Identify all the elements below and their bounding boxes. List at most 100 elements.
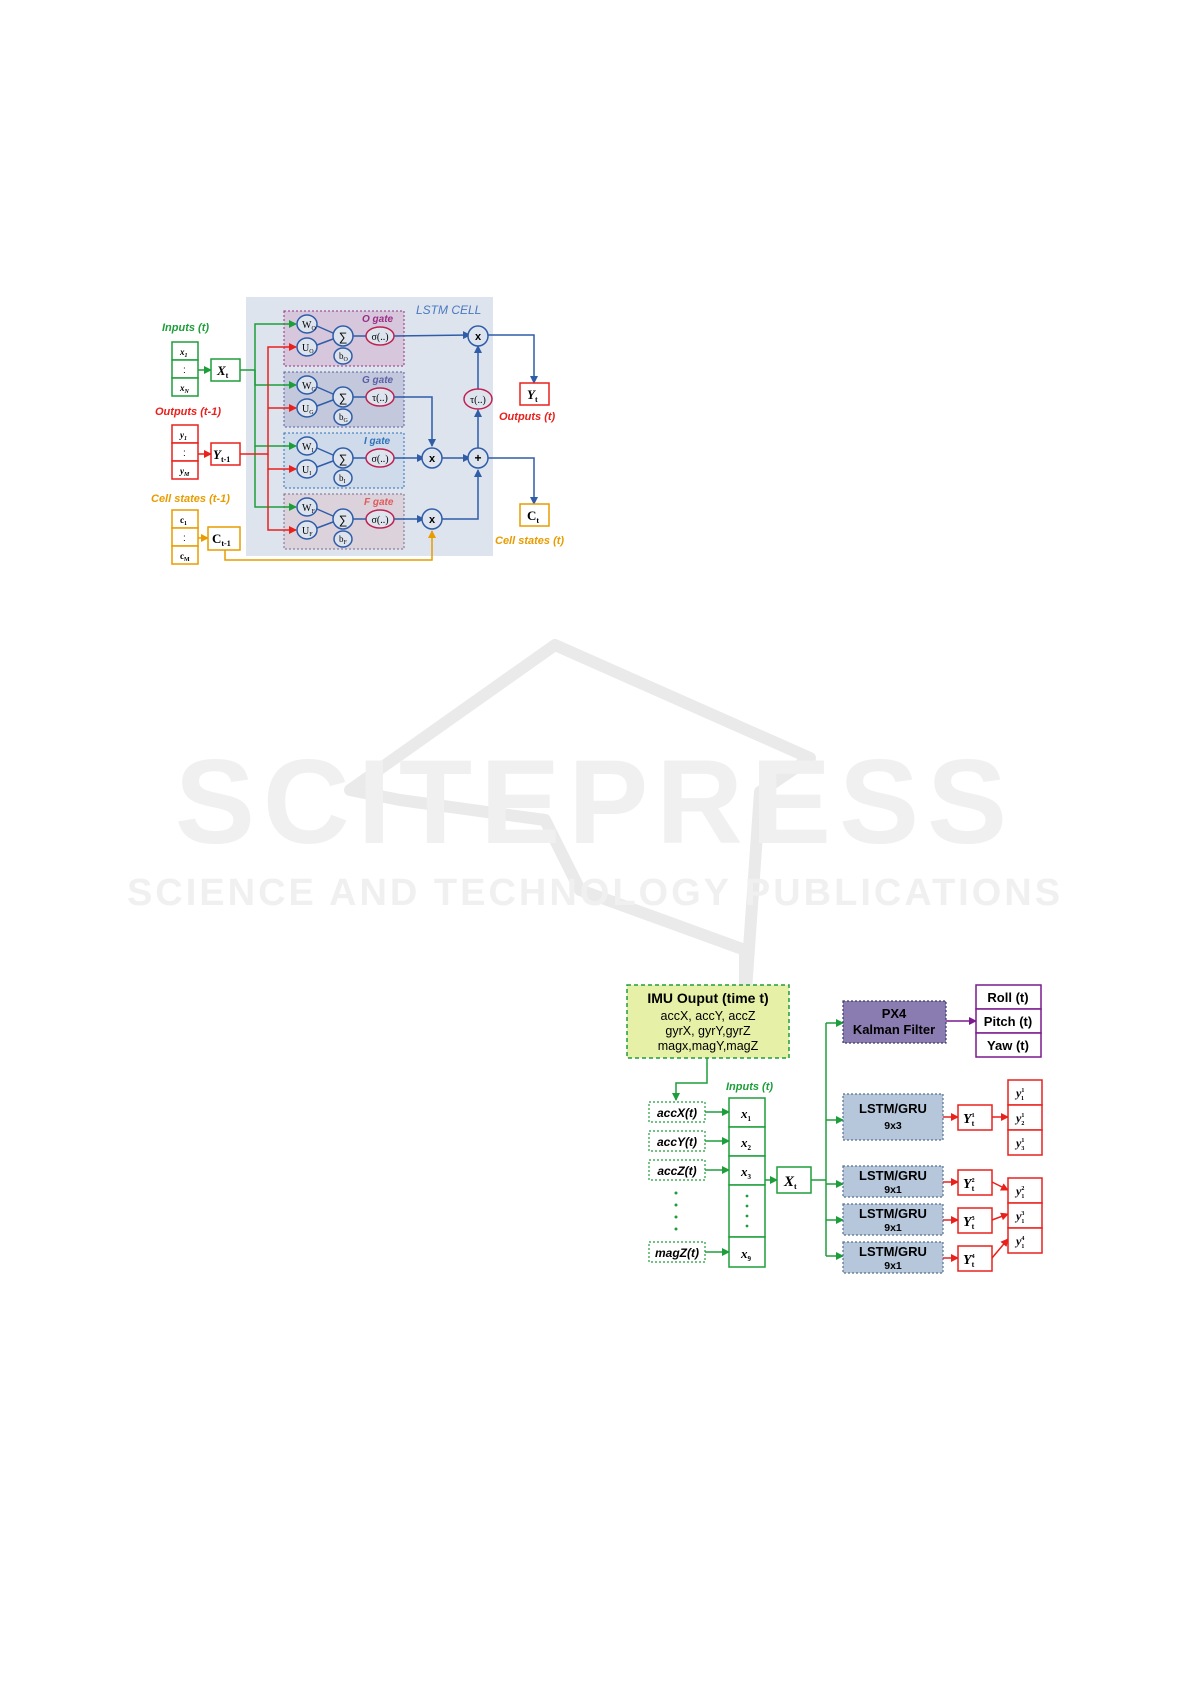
gate-o-nodes: WO UO ∑ bO σ(..): [296, 314, 395, 365]
svg-text:y41: y41: [1014, 1234, 1024, 1250]
imu-line-gyr: gyrX, gyrY,gyrZ: [665, 1024, 751, 1038]
svg-text:UO: UO: [302, 343, 314, 355]
cellstates-t-label: Cell states (t): [495, 535, 564, 547]
svg-text:y1: y1: [179, 430, 187, 442]
svg-text:∑: ∑: [339, 391, 348, 405]
svg-text:y31: y31: [1014, 1209, 1024, 1225]
gate-g-label: G gate: [362, 375, 394, 386]
signal-boxes: [648, 1101, 706, 1263]
xt-branch-arrows: [811, 1019, 844, 1260]
svg-text:bI: bI: [339, 473, 346, 485]
lstm-cell-diagram: LSTM CELL O gate G gate I gate F gate WO…: [151, 297, 564, 565]
model-3-dim: 9x1: [884, 1222, 902, 1234]
cellstate-flow-orange: [198, 530, 436, 561]
imu-to-signals-arrow: [672, 1058, 708, 1101]
model-3-name: LSTM/GRU: [859, 1206, 927, 1221]
svg-text:bO: bO: [339, 351, 349, 363]
svg-text:y11: y11: [1014, 1086, 1024, 1102]
svg-text:∑: ∑: [339, 330, 348, 344]
svg-text:x: x: [429, 453, 436, 465]
x-vector-ellipsis: [745, 1194, 749, 1228]
outputs-prev-label: Outputs (t-1): [155, 406, 221, 418]
svg-text:UF: UF: [302, 526, 313, 538]
svg-text::: :: [183, 533, 186, 544]
cell-internal-connectors: [316, 325, 538, 529]
svg-text:Yt-1: Yt-1: [213, 447, 230, 464]
svg-text:Y4t: Y4t: [963, 1253, 975, 1269]
model-1-name: LSTM/GRU: [859, 1101, 927, 1116]
signal-to-x-arrows: [705, 1108, 730, 1256]
cprev-box: [207, 526, 241, 551]
gate-f-nodes: WF UF ∑ bF σ(..): [296, 497, 395, 548]
output-multiply-node: [467, 325, 489, 347]
svg-text:Yt: Yt: [527, 387, 538, 404]
svg-text:x: x: [429, 514, 436, 526]
cellstates-prev-label: Cell states (t-1): [151, 493, 230, 505]
signal-accx: accX(t): [657, 1106, 697, 1120]
svg-text:x: x: [475, 331, 482, 343]
model-1-dim: 9x3: [884, 1120, 902, 1132]
svg-text:Y1t: Y1t: [963, 1112, 975, 1128]
yprev-box: [210, 442, 241, 466]
pipeline-inputs-label: Inputs (t): [726, 1081, 773, 1093]
svg-text:bF: bF: [339, 534, 348, 546]
svg-text:cM: cM: [180, 551, 190, 563]
cell-vector-c-prev: [171, 509, 199, 565]
svg-text:y12: y12: [1014, 1111, 1024, 1127]
watermark: SCITEPRESS SCIENCE AND TECHNOLOGY PUBLIC…: [127, 639, 1063, 1011]
model-to-y-arrows: [943, 1113, 959, 1262]
svg-text:σ(..): σ(..): [371, 332, 388, 343]
svg-text:yM: yM: [179, 466, 190, 478]
svg-text:WG: WG: [302, 381, 316, 393]
imu-output-box: [626, 984, 790, 1059]
svg-text:UG: UG: [302, 404, 314, 416]
svg-text:UI: UI: [302, 465, 311, 477]
svg-text:Y3t: Y3t: [963, 1215, 975, 1231]
svg-text:Ct-1: Ct-1: [212, 531, 231, 548]
svg-text:∑: ∑: [339, 452, 348, 466]
watermark-logo-shape: [344, 639, 816, 1011]
model-4-dim: 9x1: [884, 1260, 902, 1272]
recurrent-flow-red: [198, 343, 297, 534]
svg-text:σ(..): σ(..): [371, 515, 388, 526]
yt-box: [519, 382, 550, 406]
gate-o-label: O gate: [362, 314, 394, 325]
output-vector-y-prev: [171, 424, 199, 480]
ct-box: [519, 503, 550, 527]
y-output-boxes: [957, 1104, 993, 1272]
xt-box: [210, 358, 241, 382]
cell-add-node: [467, 447, 489, 469]
px4-line2: Kalman Filter: [853, 1022, 935, 1037]
svg-text:Xt: Xt: [783, 1174, 797, 1191]
signal-ellipsis: [674, 1191, 678, 1231]
svg-text:τ(..): τ(..): [372, 393, 388, 404]
svg-text:Xt: Xt: [216, 363, 229, 380]
y-vector-bottom: [1007, 1177, 1043, 1254]
output-tanh-node: [463, 388, 493, 410]
imu-line-acc: accX, accY, accZ: [661, 1009, 756, 1023]
svg-text:bG: bG: [339, 412, 349, 424]
svg-text:Y2t: Y2t: [963, 1177, 975, 1193]
model-boxes: [842, 1093, 944, 1274]
pitch-label: Pitch (t): [984, 1014, 1032, 1029]
gate-f-label: F gate: [364, 497, 394, 508]
signal-magz: magZ(t): [655, 1246, 699, 1260]
y-vector-top: [1007, 1079, 1043, 1156]
svg-text:x9: x9: [740, 1246, 752, 1263]
yaw-label: Yaw (t): [987, 1038, 1029, 1053]
input-multiply-node: [421, 447, 443, 469]
imu-line-mag: magx,magY,magZ: [658, 1039, 759, 1053]
model-2-name: LSTM/GRU: [859, 1168, 927, 1183]
svg-text:∑: ∑: [339, 513, 348, 527]
svg-text:Ct: Ct: [527, 508, 539, 525]
svg-text:WI: WI: [302, 442, 313, 454]
px4-kalman-box: [842, 1000, 947, 1044]
model-2-dim: 9x1: [884, 1184, 902, 1196]
watermark-sub: SCIENCE AND TECHNOLOGY PUBLICATIONS: [127, 872, 1063, 914]
imu-pipeline-diagram: IMU Ouput (time t) accX, accY, accZ gyrX…: [626, 984, 1043, 1274]
svg-text:+: +: [474, 451, 481, 465]
svg-text:WF: WF: [302, 503, 315, 515]
signal-accy: accY(t): [657, 1135, 697, 1149]
input-vector-x: [171, 341, 199, 397]
